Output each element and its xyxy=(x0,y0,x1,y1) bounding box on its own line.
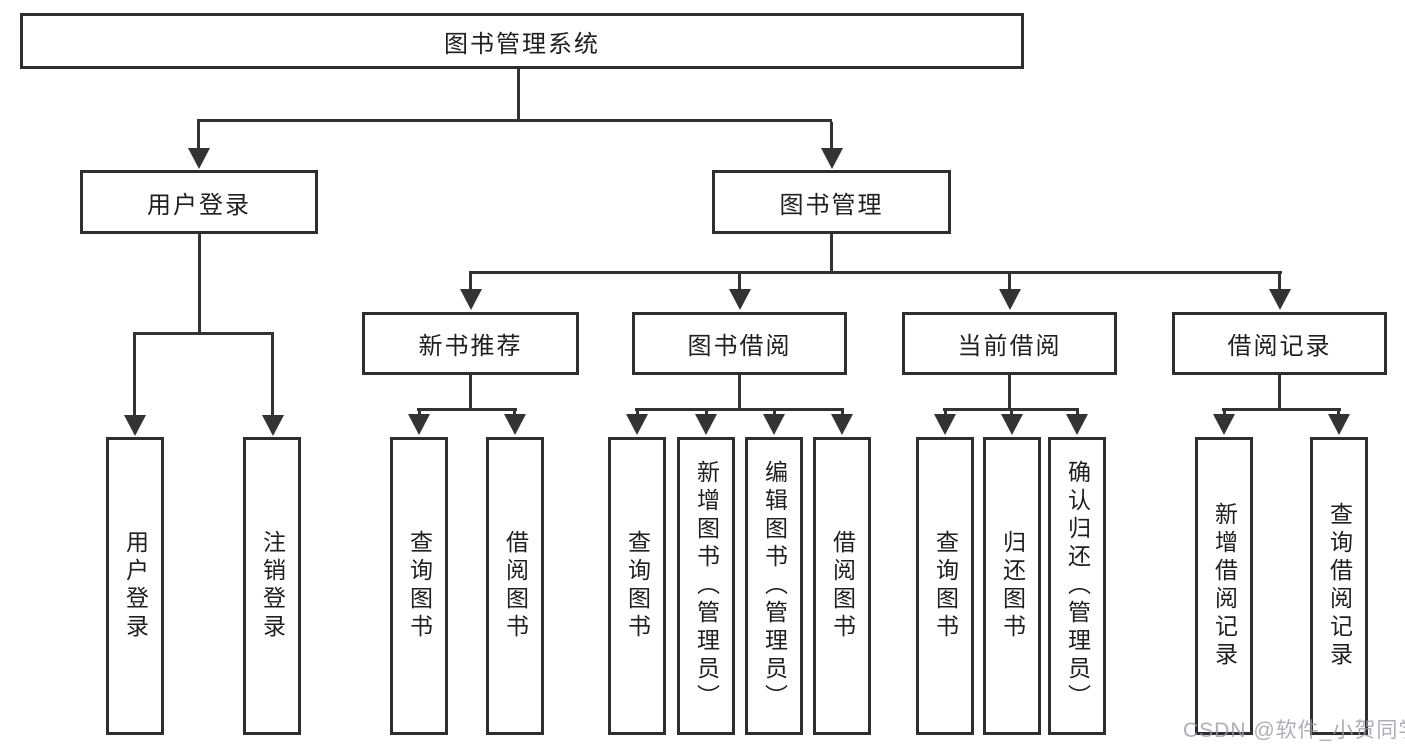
leaf-logout: 注销登录 xyxy=(243,437,301,735)
connector-line xyxy=(133,332,274,335)
node-current-borrowing: 当前借阅 xyxy=(902,312,1117,375)
connector-line xyxy=(469,274,472,292)
leaf-newbook-query-books-label: 查询图书 xyxy=(406,530,433,642)
connector-line xyxy=(738,274,741,292)
leaf-user-login: 用户登录 xyxy=(106,437,164,735)
arrow-down-icon xyxy=(262,415,284,436)
connector-line xyxy=(1278,274,1281,292)
arrow-down-icon xyxy=(831,414,853,435)
connector-line xyxy=(197,119,832,122)
connector-line xyxy=(738,375,741,411)
leaf-logout-label: 注销登录 xyxy=(259,530,286,642)
node-new-book-recommendation-label: 新书推荐 xyxy=(418,333,523,360)
leaf-records-query-borrow-record-label: 查询借阅记录 xyxy=(1326,502,1353,670)
connector-line xyxy=(1008,274,1011,292)
node-new-book-recommendation: 新书推荐 xyxy=(362,312,579,375)
node-root-label: 图书管理系统 xyxy=(444,30,600,58)
connector-line xyxy=(469,271,1282,274)
arrow-down-icon xyxy=(460,289,482,310)
leaf-user-login-label: 用户登录 xyxy=(122,530,149,642)
leaf-borrowing-query-books: 查询图书 xyxy=(608,437,666,735)
leaf-borrowing-edit-books-admin: 编辑图书（管理员） xyxy=(745,437,803,735)
arrow-down-icon xyxy=(1269,289,1291,310)
connector-line xyxy=(271,335,274,417)
arrow-down-icon xyxy=(1213,414,1235,435)
leaf-current-return-books: 归还图书 xyxy=(983,437,1041,735)
leaf-borrowing-add-books-admin-label: 新增图书（管理员） xyxy=(693,460,720,712)
node-borrowing-records: 借阅记录 xyxy=(1172,312,1387,375)
leaf-records-query-borrow-record: 查询借阅记录 xyxy=(1310,437,1368,735)
arrow-down-icon xyxy=(124,415,146,436)
leaf-current-return-books-label: 归还图书 xyxy=(999,530,1026,642)
connector-line xyxy=(1222,408,1341,411)
arrow-down-icon xyxy=(821,148,843,169)
arrow-down-icon xyxy=(1001,414,1023,435)
node-book-management-label: 图书管理 xyxy=(779,191,884,219)
node-book-borrowing: 图书借阅 xyxy=(632,312,847,375)
connector-line xyxy=(133,335,136,417)
leaf-current-confirm-return-admin-label: 确认归还（管理员） xyxy=(1064,460,1091,712)
connector-line xyxy=(198,234,201,335)
leaf-newbook-query-books: 查询图书 xyxy=(390,437,448,735)
leaf-records-add-borrow-record-label: 新增借阅记录 xyxy=(1211,502,1238,670)
csdn-watermark: CSDN @软件_小贺同学 xyxy=(1183,719,1405,742)
connector-line xyxy=(517,69,520,122)
connector-line xyxy=(830,122,833,150)
arrow-down-icon xyxy=(729,289,751,310)
connector-line xyxy=(469,375,472,411)
leaf-current-query-books: 查询图书 xyxy=(916,437,974,735)
arrow-down-icon xyxy=(1328,414,1350,435)
arrow-down-icon xyxy=(188,148,210,169)
arrow-down-icon xyxy=(626,414,648,435)
connector-line xyxy=(417,408,517,411)
arrow-down-icon xyxy=(763,414,785,435)
leaf-borrowing-borrow-books-label: 借阅图书 xyxy=(829,530,856,642)
leaf-borrowing-add-books-admin: 新增图书（管理员） xyxy=(677,437,735,735)
leaf-current-query-books-label: 查询图书 xyxy=(932,530,959,642)
arrow-down-icon xyxy=(504,414,526,435)
leaf-records-add-borrow-record: 新增借阅记录 xyxy=(1195,437,1253,735)
node-book-management: 图书管理 xyxy=(712,170,951,234)
arrow-down-icon xyxy=(999,289,1021,310)
leaf-current-confirm-return-admin: 确认归还（管理员） xyxy=(1048,437,1106,735)
node-root: 图书管理系统 xyxy=(20,13,1024,69)
connector-line xyxy=(1278,375,1281,411)
leaf-borrowing-edit-books-admin-label: 编辑图书（管理员） xyxy=(761,460,788,712)
connector-line xyxy=(1008,375,1011,411)
node-user-login-label: 用户登录 xyxy=(147,191,251,219)
connector-line xyxy=(635,408,844,411)
arrow-down-icon xyxy=(934,414,956,435)
node-borrowing-records-label: 借阅记录 xyxy=(1227,333,1332,360)
leaf-newbook-borrow-books: 借阅图书 xyxy=(486,437,544,735)
node-current-borrowing-label: 当前借阅 xyxy=(957,333,1062,360)
arrow-down-icon xyxy=(408,414,430,435)
leaf-borrowing-query-books-label: 查询图书 xyxy=(624,530,651,642)
leaf-borrowing-borrow-books: 借阅图书 xyxy=(813,437,871,735)
arrow-down-icon xyxy=(695,414,717,435)
connector-line xyxy=(830,234,833,274)
connector-line xyxy=(197,122,200,150)
node-user-login: 用户登录 xyxy=(80,170,318,234)
leaf-newbook-borrow-books-label: 借阅图书 xyxy=(502,530,529,642)
node-book-borrowing-label: 图书借阅 xyxy=(687,333,792,360)
arrow-down-icon xyxy=(1066,414,1088,435)
